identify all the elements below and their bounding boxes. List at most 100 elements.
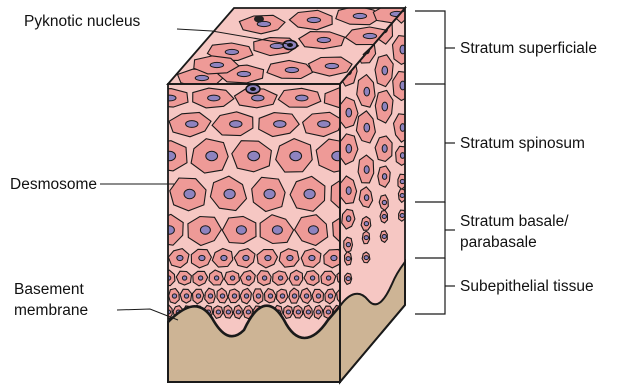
cell-nucleus — [294, 276, 298, 280]
cell-nucleus — [206, 151, 218, 160]
cell-nucleus — [318, 121, 330, 128]
label-subepithelial-tissue: Subepithelial tissue — [460, 277, 594, 296]
cell-nucleus — [220, 294, 224, 298]
cell-nucleus — [244, 294, 248, 298]
cell-nucleus — [195, 75, 208, 80]
cell-nucleus — [274, 121, 286, 128]
cell-nucleus — [346, 144, 352, 153]
cell-nucleus — [196, 294, 200, 298]
label-stratum-spinosum: Stratum spinosum — [460, 134, 585, 153]
cell-nucleus — [326, 276, 330, 280]
cell-nucleus — [353, 13, 366, 18]
cell-nucleus — [164, 95, 176, 101]
cell-nucleus — [346, 257, 350, 261]
cell-nucleus — [382, 200, 386, 204]
cell-nucleus — [346, 216, 350, 222]
cell-nucleus — [325, 63, 338, 68]
cell-nucleus — [236, 226, 246, 234]
cell-nucleus — [264, 189, 275, 198]
cell-nucleus — [331, 255, 337, 260]
cell-nucleus — [199, 255, 205, 260]
label-stratum-basale-line2: parabasale — [460, 233, 537, 252]
cell-nucleus — [304, 189, 315, 198]
label-desmosome: Desmosome — [10, 175, 97, 194]
cell-nucleus — [400, 179, 404, 183]
cell-nucleus — [243, 255, 249, 260]
cell-nucleus — [400, 214, 404, 218]
cell-nucleus — [246, 310, 250, 314]
cell-nucleus — [285, 67, 298, 72]
cell-nucleus — [364, 87, 370, 96]
cell-nucleus — [317, 37, 330, 42]
cell-nucleus — [328, 294, 332, 298]
cell-nucleus — [265, 255, 271, 260]
cell-nucleus — [382, 145, 387, 153]
cell-nucleus — [164, 226, 174, 234]
cell-nucleus — [230, 121, 242, 128]
cell-nucleus — [292, 294, 296, 298]
cell-nucleus — [306, 310, 310, 314]
cell-nucleus — [304, 294, 308, 298]
cell-nucleus — [230, 276, 234, 280]
cell-nucleus — [248, 151, 260, 160]
cell-nucleus — [262, 276, 266, 280]
cell-nucleus — [237, 71, 250, 76]
cell-nucleus — [256, 294, 260, 298]
bracket-superficiale — [415, 11, 445, 84]
cell-nucleus — [200, 226, 210, 234]
cell-nucleus — [268, 294, 272, 298]
cell-nucleus — [316, 294, 320, 298]
cell-nucleus — [382, 66, 388, 75]
cell-nucleus — [296, 95, 308, 101]
cell-nucleus — [310, 276, 314, 280]
cell-nucleus — [184, 294, 188, 298]
cell-nucleus — [252, 95, 264, 101]
cell-nucleus — [364, 256, 368, 260]
cell-nucleus — [208, 294, 212, 298]
cell-nucleus — [172, 294, 176, 298]
cell-nucleus — [364, 123, 370, 132]
cell-nucleus — [307, 17, 320, 22]
cell-nucleus — [182, 276, 186, 280]
cell-nucleus — [346, 108, 352, 117]
cell-nucleus — [382, 235, 386, 239]
cell-nucleus — [346, 187, 351, 195]
label-pyknotic-nucleus: Pyknotic nucleus — [24, 12, 140, 31]
cell-nucleus — [363, 33, 376, 38]
cell-nucleus — [270, 43, 283, 48]
cell-nucleus — [225, 49, 238, 54]
cell-nucleus — [382, 174, 386, 180]
cell-nucleus — [236, 310, 240, 314]
cell-nucleus — [290, 151, 302, 160]
cell-nucleus — [214, 276, 218, 280]
cell-nucleus — [226, 310, 230, 314]
cell-nucleus — [286, 310, 290, 314]
cell-nucleus — [198, 276, 202, 280]
cell-nucleus — [346, 277, 350, 281]
cell-nucleus — [296, 310, 300, 314]
cell-nucleus — [221, 255, 227, 260]
cell-nucleus — [184, 189, 195, 198]
cell-nucleus — [346, 243, 350, 247]
label-basement-line2: membrane — [14, 301, 88, 320]
bracket-spinosum — [415, 84, 445, 202]
layer-brackets — [415, 11, 455, 314]
cell-nucleus — [364, 195, 368, 201]
cell-nucleus — [164, 151, 176, 160]
cell-nucleus — [280, 294, 284, 298]
cell-nucleus — [308, 226, 318, 234]
cell-nucleus — [216, 310, 220, 314]
cell-nucleus — [309, 255, 315, 260]
label-basement-line1: Basement — [14, 280, 84, 299]
cell-nucleus — [316, 310, 320, 314]
cell-nucleus — [400, 194, 404, 198]
cell-nucleus — [382, 215, 386, 219]
cell-nucleus — [272, 226, 282, 234]
label-stratum-superficiale: Stratum superficiale — [460, 39, 597, 58]
cell-nucleus — [246, 276, 250, 280]
pyknotic-nucleus-1 — [254, 16, 264, 23]
cell-nucleus — [364, 222, 368, 226]
cell-nucleus — [232, 294, 236, 298]
cell-nucleus — [278, 276, 282, 280]
